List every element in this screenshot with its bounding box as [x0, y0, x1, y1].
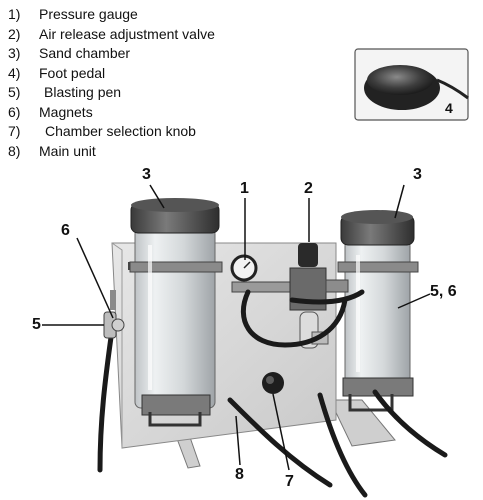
legend-number: 6): [8, 103, 21, 120]
foot-pedal-inset: [354, 48, 469, 121]
callout-sand-chamber-right: 3: [413, 166, 422, 183]
legend-label: Magnets: [39, 103, 93, 120]
callout-main-unit: 8: [235, 466, 244, 483]
left-sand-chamber: [129, 198, 223, 427]
legend-label: Chamber selection knob: [45, 123, 196, 139]
legend-label: Air release adjustment valve: [39, 25, 215, 42]
callout-foot-pedal: 4: [445, 100, 453, 116]
right-sand-chamber: [337, 210, 419, 412]
callout-chamber-selection-knob: 7: [285, 473, 294, 490]
callout-magnets: 6: [61, 222, 70, 239]
callout-sand-chamber-left: 3: [142, 166, 151, 183]
legend-number: 1): [8, 6, 21, 22]
legend-number: 4): [8, 64, 21, 81]
legend-label: Blasting pen: [44, 84, 122, 100]
legend-number: 8): [8, 142, 21, 159]
legend-label: Main unit: [39, 142, 96, 159]
callout-blasting-pen: 5: [32, 316, 41, 333]
legend-number: 7): [8, 123, 21, 139]
legend-number: 3): [8, 45, 21, 61]
callout-pressure-gauge: 1: [240, 180, 249, 197]
legend-label: Pressure gauge: [39, 6, 138, 22]
legend-number: 5): [8, 84, 21, 100]
callout-air-release-valve: 2: [304, 180, 313, 197]
leader-lines: [42, 184, 431, 471]
legend-label: Sand chamber: [39, 45, 131, 61]
legend-number: 2): [8, 25, 21, 42]
legend-label: Foot pedal: [39, 64, 106, 81]
chamber-selection-knob: [262, 372, 284, 394]
hoses: [97, 289, 448, 498]
callout-blasting-pen-magnets: 5, 6: [430, 283, 457, 300]
